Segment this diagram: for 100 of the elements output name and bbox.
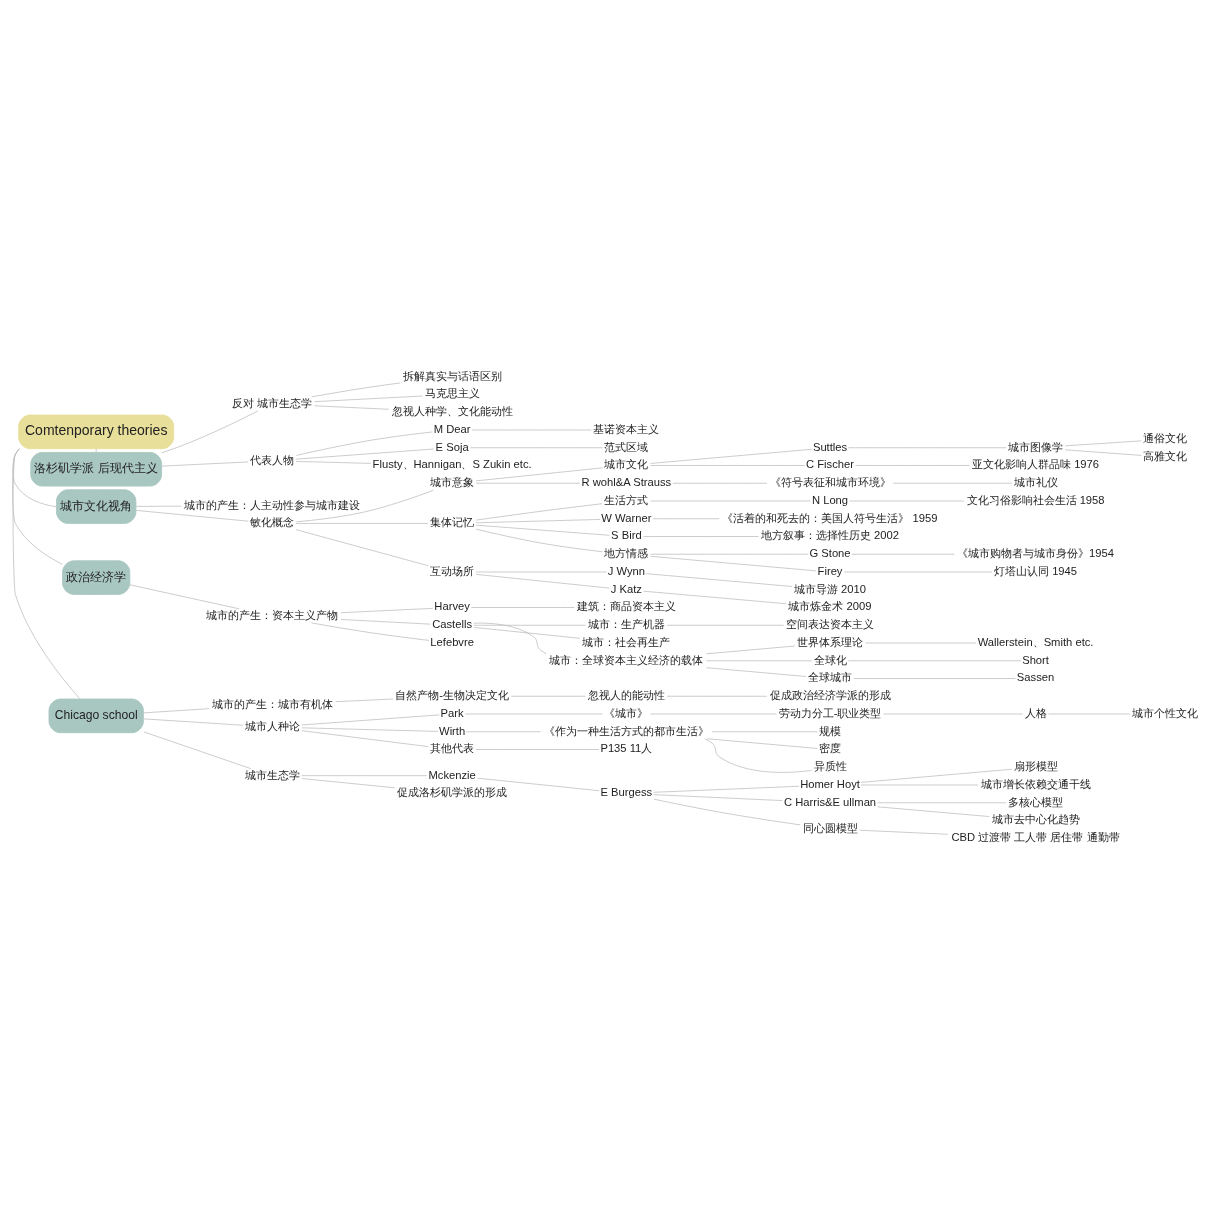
connector	[135, 509, 249, 522]
connector	[301, 726, 439, 732]
connector	[645, 572, 793, 587]
connector	[301, 777, 396, 788]
node-text: Wirth	[439, 724, 466, 737]
connector	[161, 461, 249, 466]
node-text: 劳动力分工-职业类型	[778, 706, 882, 719]
connector	[471, 606, 575, 608]
connector	[335, 698, 394, 702]
connector	[860, 768, 1013, 783]
node-text: Lefebvre	[430, 635, 474, 648]
node-text: 城市意象	[430, 475, 475, 488]
connector	[296, 489, 434, 522]
node-text: G Stone	[809, 546, 851, 559]
connector	[706, 666, 807, 677]
connector	[859, 829, 949, 835]
node-text: 地方情感	[604, 546, 649, 559]
node-text: 多核心模型	[1008, 795, 1064, 808]
connector	[475, 528, 603, 552]
node-text: Suttles	[812, 440, 848, 453]
node-text: 代表人物	[250, 453, 295, 466]
connector	[314, 404, 390, 410]
node-text: 世界体系理论	[797, 635, 864, 648]
node-text: M Dear	[433, 422, 471, 435]
connector	[650, 555, 817, 571]
node-text: 扇形模型	[1013, 759, 1058, 772]
connector	[465, 730, 542, 732]
connector	[704, 738, 812, 773]
node-text: 城市礼仪	[1013, 475, 1058, 488]
connector	[295, 448, 435, 459]
node-text: W Warner	[601, 511, 652, 524]
connector	[853, 677, 1016, 679]
node-text: Harvey	[434, 599, 470, 612]
node-text: 反对 城市生态学	[232, 396, 313, 409]
connector	[301, 729, 429, 747]
node-text: 异质性	[813, 759, 847, 772]
connector	[851, 553, 955, 555]
connector	[301, 774, 428, 776]
node-text: E Soja	[435, 440, 469, 453]
node-text: 城市图像学	[1008, 440, 1064, 453]
connector	[161, 410, 259, 453]
node-text: 城市导游 2010	[794, 582, 867, 595]
node-text: CBD 过渡带 工人带 居住带 通勤带	[951, 830, 1120, 843]
node-text: 城市文化	[604, 457, 649, 470]
connector	[475, 482, 581, 484]
node-text: Firey	[817, 564, 843, 577]
connector	[473, 622, 547, 654]
node-text: 忽视人种学、文化能动性	[391, 404, 513, 417]
node-text: 自然产物-生物决定文化	[395, 688, 509, 701]
connector	[877, 805, 990, 817]
connector	[650, 464, 806, 466]
connector	[95, 447, 97, 453]
node-text: Flusty、Hannigan、S Zukin etc.	[372, 457, 532, 470]
node-text: Mckenzie	[428, 768, 476, 781]
connector	[296, 431, 433, 456]
connector	[666, 695, 768, 697]
connector	[135, 505, 182, 507]
node-text: 城市去中心化趋势	[991, 812, 1080, 825]
connector	[12, 447, 81, 699]
connector	[892, 482, 1013, 484]
node-text: 城市的产生：资本主义产物	[206, 608, 339, 621]
connector	[1064, 448, 1142, 456]
node-text: 建筑：商品资本主义	[576, 599, 676, 612]
node-text: E Burgess	[600, 785, 653, 798]
connector	[510, 695, 586, 697]
node-text: 促成政治经济学派的形成	[769, 688, 891, 701]
node-text: 生活方式	[604, 493, 649, 506]
node-text: 促成洛杉矶学派的形成	[397, 785, 508, 798]
connector	[475, 467, 603, 481]
connector	[1064, 439, 1142, 446]
node-text: 规模	[819, 724, 842, 737]
connector	[314, 395, 423, 402]
connector	[706, 645, 796, 654]
node-text: 城市的产生：城市有机体	[211, 697, 333, 710]
node-text: Short	[1022, 653, 1049, 666]
connector	[295, 460, 372, 464]
connector	[340, 607, 434, 613]
connector	[643, 590, 787, 604]
connector	[12, 447, 63, 565]
node-text: 全球城市	[808, 670, 853, 683]
node-text: 文化习俗影响社会生活 1958	[966, 493, 1105, 506]
connector	[652, 517, 720, 519]
node-box: 洛杉矶学派 后现代主义	[30, 451, 163, 486]
connector	[475, 524, 610, 536]
node-box: Comtenporary theories	[18, 414, 175, 449]
connector	[847, 659, 1022, 661]
node-text: C Harris&E ullman	[783, 795, 877, 808]
node-text: 通俗文化	[1143, 431, 1188, 444]
node-text: 基诺资本主义	[593, 422, 660, 435]
node-text: 城市：社会再生产	[582, 635, 671, 648]
node-text: 《城市》	[604, 706, 649, 719]
node-text: 城市生态学	[244, 768, 300, 781]
node-text: 全球化	[813, 653, 847, 666]
node-text: Wallerstein、Smith etc.	[977, 635, 1094, 648]
node-text: 地方叙事：选择性历史 2002	[761, 528, 900, 541]
connector	[311, 382, 401, 397]
connector	[650, 448, 813, 464]
node-text: N Long	[811, 493, 849, 506]
node-text: 拆解真实与话语区别	[402, 369, 502, 382]
connector	[650, 553, 809, 555]
